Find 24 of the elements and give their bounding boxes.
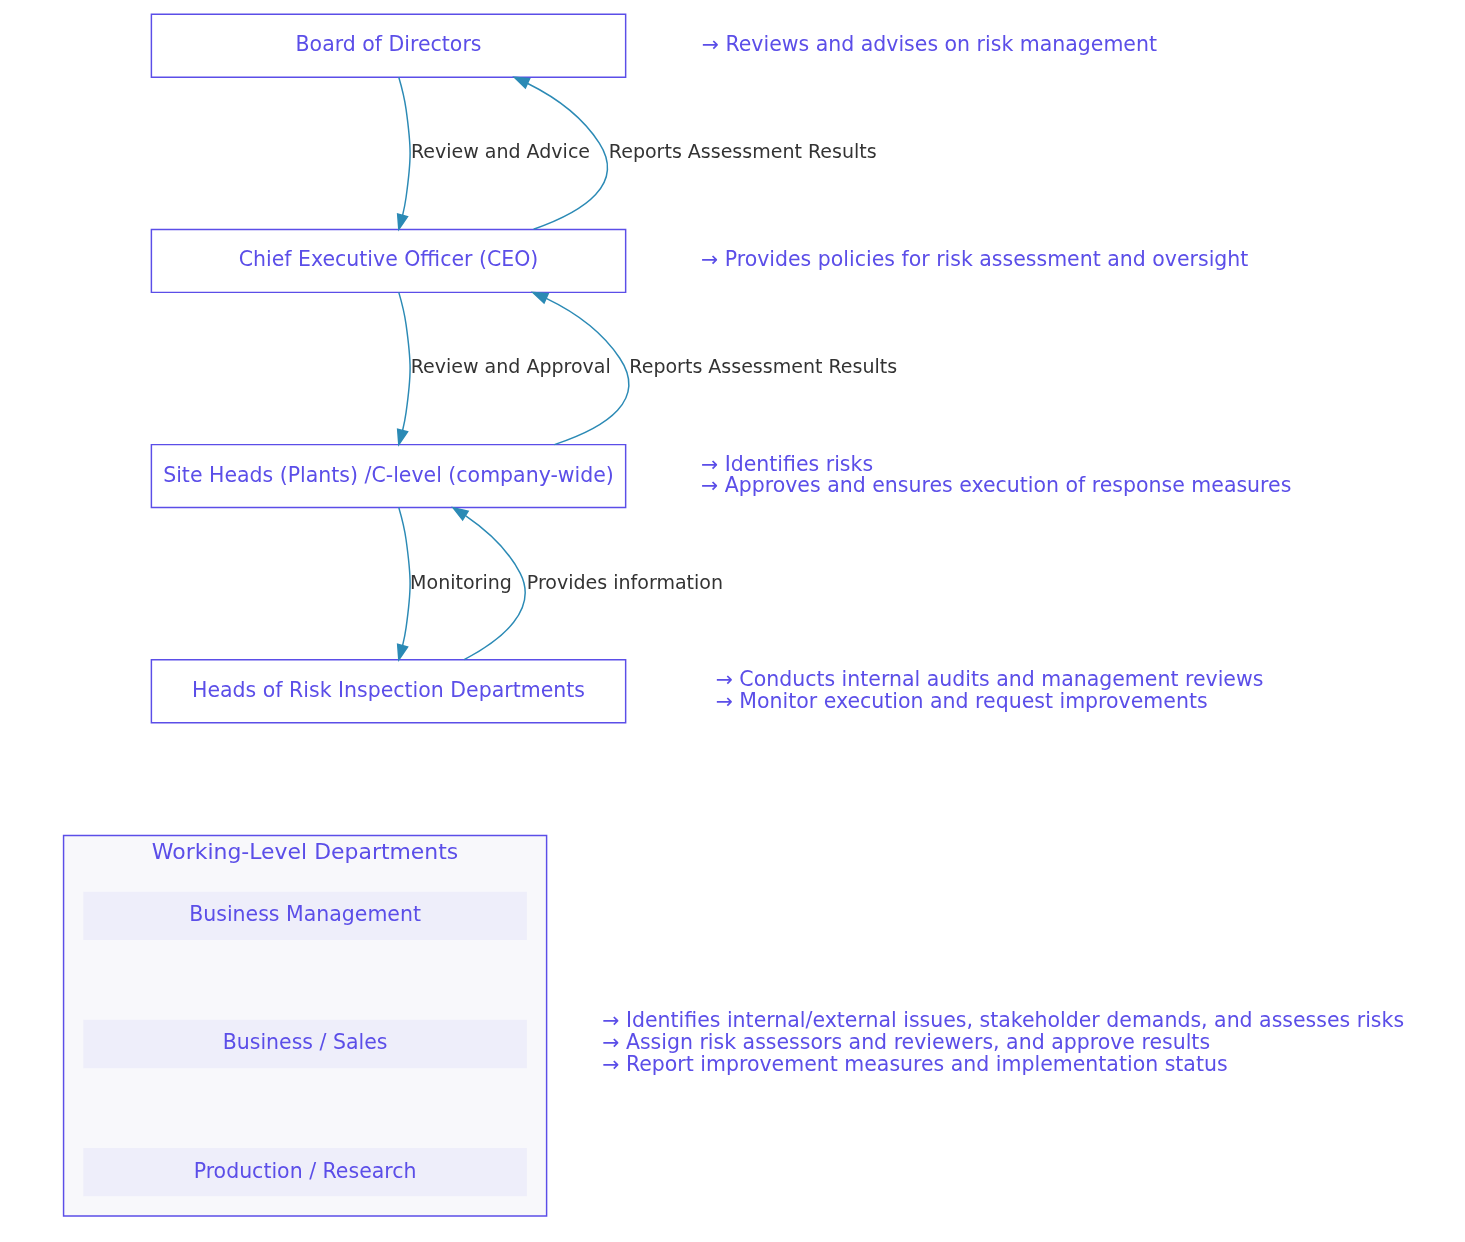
arrow: [396, 76, 411, 232]
node-label: → Assign risk assessors and reviewers, and approve results: [602, 1030, 1211, 1055]
node-label: → Identifies risks: [701, 451, 874, 476]
edge-label: Review and Approval: [410, 355, 611, 378]
edge-label: Review and Advice: [410, 140, 591, 163]
arrow: [396, 291, 411, 447]
node-box: Chief Executive Officer (CEO): [150, 228, 627, 294]
edge-label: Reports Assessment Results: [629, 355, 898, 378]
arrow: [451, 506, 526, 661]
arrow: [512, 76, 609, 230]
node-label: → Approves and ensures execution of response measures: [701, 473, 1292, 498]
edge-label: Reports Assessment Results: [608, 140, 877, 163]
node-label: → Identifies internal/external issues, stakeholder demands, and assesses risks: [602, 1008, 1405, 1033]
arrow: [396, 506, 411, 662]
node-label: → Provides policies for risk assessment and oversight: [701, 247, 1249, 272]
edge-label: Monitoring: [410, 570, 512, 593]
node-box: Heads of Risk Inspection Departments: [150, 659, 627, 724]
arrow: [530, 291, 630, 446]
node-box: Site Heads (Plants) /C-level (company-wide): [150, 443, 627, 509]
node-label: → Reviews and advises on risk management: [701, 32, 1157, 57]
edge-label: Provides information: [526, 570, 724, 593]
node-label: → Conducts internal audits and management reviews: [715, 666, 1264, 691]
node-box: Board of Directors: [150, 13, 627, 78]
node-label: → Report improvement measures and implementation status: [602, 1052, 1228, 1077]
